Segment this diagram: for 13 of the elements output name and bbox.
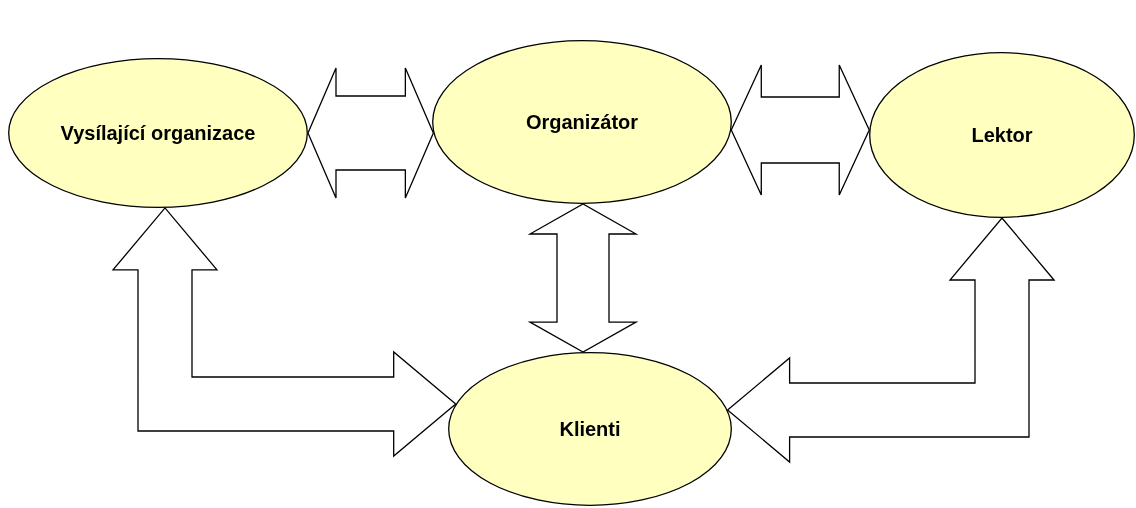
block-arrow <box>730 64 870 196</box>
node-label: Organizátor <box>525 110 639 134</box>
node-label: Lektor <box>971 123 1033 147</box>
node-label: Klienti <box>559 417 621 441</box>
block-arrow <box>726 217 1056 464</box>
block-arrow <box>111 206 457 458</box>
node-label: Vysílající organizace <box>60 121 256 145</box>
block-arrow <box>527 203 639 353</box>
ellipse-node <box>869 52 1135 218</box>
ellipse-node <box>8 58 308 208</box>
ellipse-node <box>432 40 732 204</box>
block-arrow <box>307 67 435 199</box>
ellipse-node <box>448 352 732 506</box>
